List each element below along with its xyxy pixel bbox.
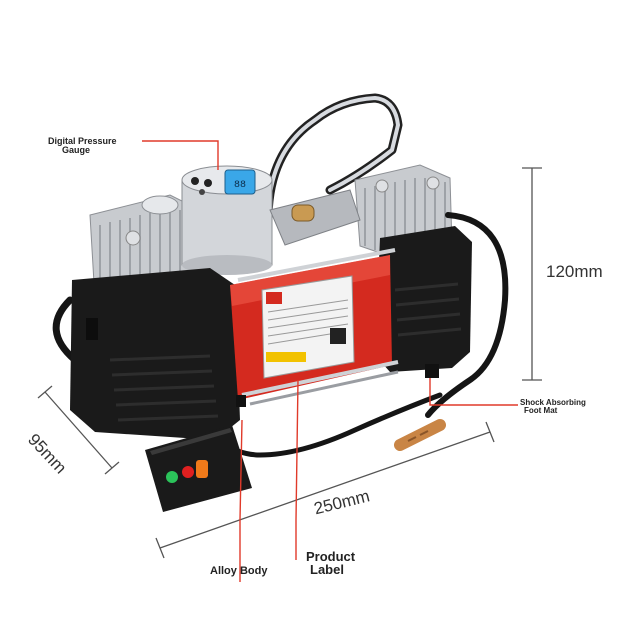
foot-mat <box>425 364 439 378</box>
power-switch <box>86 318 98 340</box>
shock-absorbing-foot-mat-label: Shock Absorbing Foot Mat <box>520 399 586 415</box>
svg-text:88: 88 <box>234 180 246 191</box>
air-hose <box>425 212 509 418</box>
green-button <box>166 471 178 483</box>
product-label-plate <box>261 275 355 379</box>
digital-pressure-gauge-label-line1: Digital Pressure <box>48 136 117 146</box>
callout-lines <box>142 140 518 582</box>
depth-dimension-line <box>37 385 120 475</box>
air-outlet-valve <box>291 204 315 222</box>
digital-pressure-gauge-label: Digital Pressure Gauge <box>48 137 117 155</box>
controller-cable <box>217 392 443 458</box>
orange-switch <box>196 460 208 478</box>
remote-controller <box>145 425 252 512</box>
shock-absorbing-label-line1: Shock Absorbing <box>520 398 586 407</box>
height-dimension: 120mm <box>546 262 603 281</box>
right-housing <box>375 226 472 372</box>
width-dimension-line <box>155 421 495 559</box>
product-label-line1: Product <box>306 549 356 564</box>
digital-pressure-gauge-label-line2: Gauge <box>62 145 91 155</box>
shock-absorbing-label-line2: Foot Mat <box>524 406 558 415</box>
gauge-screen <box>224 169 256 195</box>
digital-pressure-gauge: 88 <box>181 165 273 275</box>
product-label-label: Product Label <box>306 550 355 576</box>
left-housing <box>70 268 240 440</box>
alloy-body-label: Alloy Body <box>210 565 268 577</box>
product-label-line2: Label <box>310 562 344 577</box>
height-dimension-line <box>522 167 542 381</box>
red-button <box>182 466 194 478</box>
